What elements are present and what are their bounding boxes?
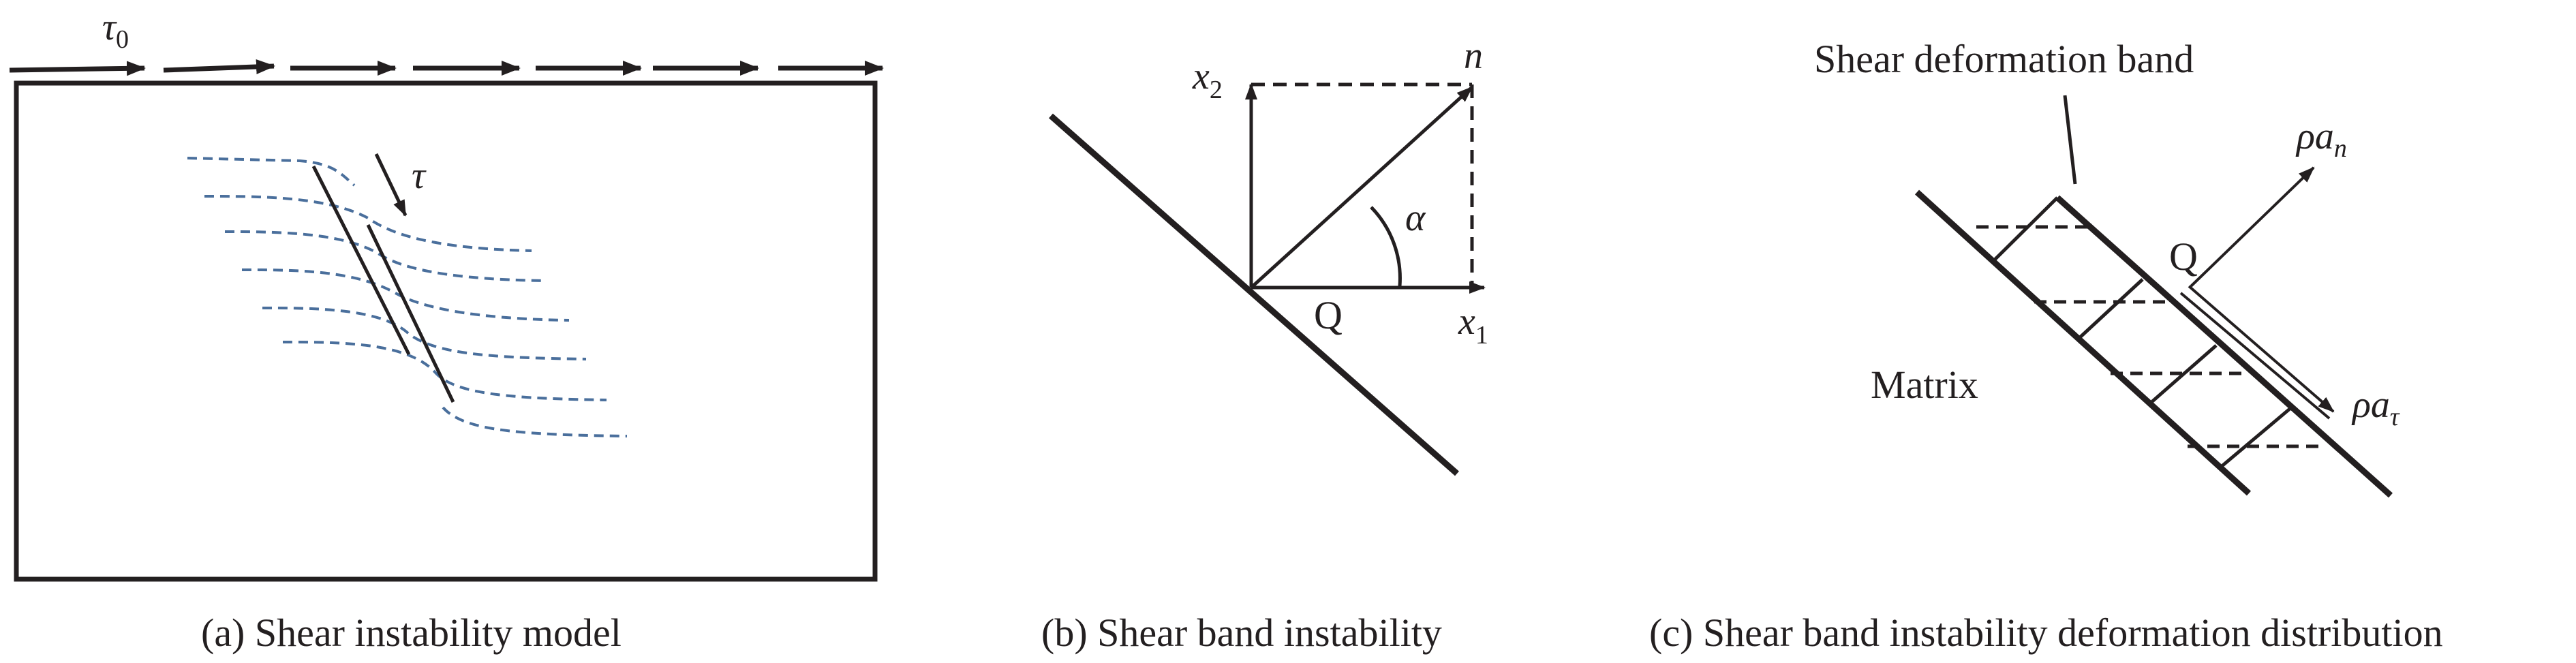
deformation-line [2149,344,2218,405]
deformation-line [2219,407,2291,469]
stratum-line [204,195,532,252]
original-grid-lines [1976,225,2319,448]
shear-band-leader [2063,95,2077,185]
band-boundary-lower [1914,189,2252,496]
alpha-arc [1370,206,1402,287]
rho-at-label: ρaτ [2351,384,2400,431]
alpha-label: α [1405,197,1426,239]
strata-lines [187,157,628,437]
shear-band-label: Shear deformation band [1814,37,2194,81]
rho-an-arrow [2190,166,2315,288]
shear-arrow [163,59,275,74]
applied-shear-arrows [9,59,884,76]
panel-b: x2 x1 n α Q (b) Shear band instability [1041,35,1488,655]
specimen-box [14,80,878,582]
x1-label: x1 [1458,300,1488,350]
normal-vector [1250,86,1473,289]
shear-arrow [9,61,146,76]
q-label-c: Q [2169,234,2198,279]
deformation-line [1992,196,2059,262]
panel-a: τ0 τ (a) Shea [9,6,884,655]
band-boundary-upper [2055,195,2393,498]
tau-arrow [374,153,408,217]
matrix-label: Matrix [1871,363,1978,407]
x2-label: x2 [1192,55,1223,104]
stratum-line [282,341,607,401]
shear-band-boundary-left [311,165,411,356]
stratum-line [262,307,587,360]
rho-at-arrow-line [2179,292,2331,420]
tau-label: τ [412,155,427,197]
deformation-line [2077,278,2144,340]
stratum-line [187,157,356,187]
rho-an-label: ρan [2295,115,2347,163]
caption-a: (a) Shear instability model [201,611,622,655]
slip-plane [1049,113,1459,476]
caption-b: (b) Shear band instability [1041,611,1442,655]
q-label-b: Q [1314,293,1343,337]
stratum-line [442,406,628,437]
n-label: n [1464,35,1483,77]
shear-band-boundary-right [366,223,455,403]
stratum-line [241,268,570,322]
deformation-lines [1992,196,2291,469]
rho-at-arrow [2188,285,2335,413]
panel-c: Shear deformation band Matrix Q ρan [1649,37,2443,655]
caption-c: (c) Shear band instability deformation d… [1649,611,2443,655]
tau0-label: τ0 [102,6,129,54]
stratum-line [224,230,546,282]
